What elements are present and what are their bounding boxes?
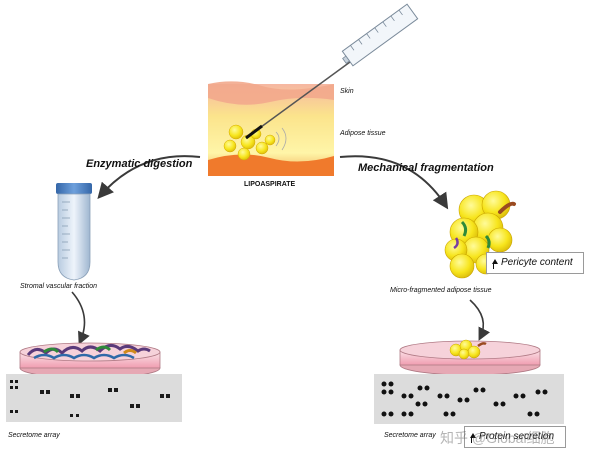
adherent-cells [26, 344, 151, 360]
pericyte-content-box: Pericyte content [486, 252, 584, 274]
pericyte-marker [484, 234, 491, 249]
stromal-vascular-fraction-label: Stromal vascular fraction [20, 283, 98, 290]
pericyte-content-label: Pericyte content [501, 257, 573, 268]
up-arrow-icon [492, 259, 498, 264]
pericyte-marker [453, 237, 459, 250]
lipoaspirate-tissue-block [208, 81, 334, 176]
vessel-fragment [498, 201, 516, 214]
fat-cluster [223, 124, 276, 161]
adipose-tissue-label: Adipose tissue [340, 130, 386, 137]
mechanical-fragmentation-label: Mechanical fragmentation [358, 162, 494, 174]
secretome-array-left-label: Secretome array [8, 432, 60, 439]
centrifuge-tube-icon [56, 183, 92, 281]
lipoaspirate-label: LIPOASPIRATE [244, 181, 296, 188]
watermark: 知乎 @Global细胞 [440, 430, 555, 446]
pericyte-marker [460, 220, 468, 237]
arrow-to-left-dish [71, 291, 90, 345]
syringe-icon [245, 3, 419, 140]
right-secretome-array [374, 374, 564, 424]
left-secretome-array [6, 374, 182, 422]
right-culture-dish [399, 339, 541, 376]
skin-label: Skin [340, 88, 354, 95]
up-arrow-shaft [493, 263, 494, 269]
enzymatic-digestion-label: Enzymatic digestion [86, 158, 193, 170]
protein-secretion-box: Protein secretion [464, 426, 566, 448]
arrow-to-mechanical [339, 155, 449, 210]
up-arrow-shaft [471, 437, 472, 443]
arrow-to-enzymatic [97, 155, 201, 200]
left-culture-dish [19, 342, 161, 379]
arrow-to-right-dish [469, 299, 491, 341]
micro-fragmented-adipose-tissue-label: Micro-fragmented adipose tissue [390, 287, 492, 294]
up-arrow-icon [470, 433, 476, 438]
protein-secretion-label: Protein secretion [479, 431, 555, 442]
secretome-array-right-label: Secretome array [384, 432, 436, 439]
